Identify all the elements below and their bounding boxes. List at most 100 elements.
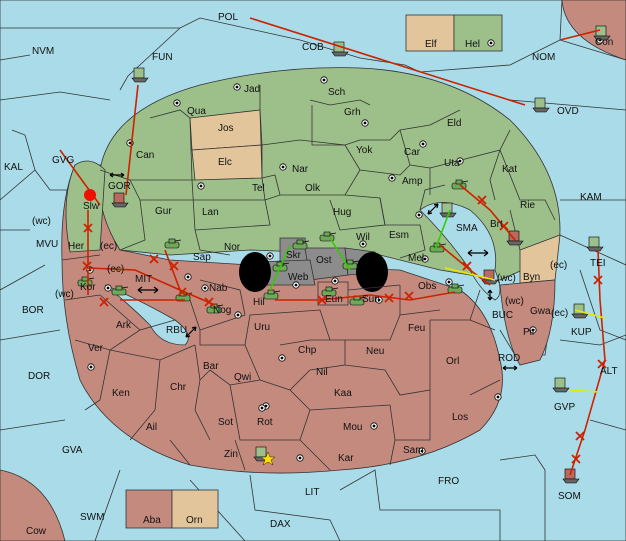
province-slw[interactable]	[65, 160, 106, 253]
label-rod: ROD	[498, 353, 520, 364]
label-lit: LIT	[305, 487, 319, 498]
supply-center-icon	[419, 140, 427, 148]
supply-center-icon	[197, 182, 205, 190]
fleet-unit-icon[interactable]	[331, 41, 349, 57]
label-buc: BUC	[492, 310, 513, 321]
label-kaa: Kaa	[334, 388, 352, 399]
supply-center-icon	[494, 393, 502, 401]
supply-center-icon	[388, 174, 396, 182]
label-pir: Pir	[523, 327, 536, 338]
supply-center-icon	[529, 326, 537, 334]
label-nab: Nab	[209, 283, 228, 294]
move-arrow	[164, 249, 181, 291]
label-slw: Slw	[83, 201, 100, 212]
label-ost: Ost	[316, 255, 332, 266]
supply-center-icon	[233, 83, 241, 91]
label-kat: Kat	[502, 164, 517, 175]
support-arrows	[269, 209, 451, 291]
black-lake-west	[239, 252, 271, 292]
label-brt: Brt	[490, 219, 503, 230]
supply-center-icon	[279, 163, 287, 171]
supply-center-icon	[418, 447, 426, 455]
fleet-unit-icon[interactable]	[111, 192, 129, 208]
army-unit-icon[interactable]	[206, 303, 224, 314]
supply-center-icon	[173, 99, 181, 107]
label-fun: FUN	[152, 52, 173, 63]
label-jad: Jad	[244, 84, 260, 95]
label-kor: Kor	[80, 282, 96, 293]
province-gwa-pir[interactable]	[499, 279, 556, 366]
supply-center-icon	[292, 281, 300, 289]
army-unit-icon[interactable]	[263, 289, 281, 300]
label-ail: Ail	[146, 422, 157, 433]
fail-mark	[593, 275, 603, 285]
label-gor: GOR	[108, 181, 131, 192]
label-chr: Chr	[170, 382, 187, 393]
label-ec: (ec)	[100, 241, 117, 252]
legend-orn[interactable]	[171, 489, 219, 529]
continent-south	[61, 164, 503, 474]
army-unit-icon[interactable]	[164, 238, 182, 249]
label-aba: Aba	[143, 515, 161, 526]
fleet-unit-icon[interactable]	[131, 67, 149, 83]
label-rot: Rot	[257, 417, 273, 428]
label-sch: Sch	[328, 87, 345, 98]
fail-mark	[477, 195, 487, 205]
label-obs: Obs	[418, 281, 436, 292]
legend-elf[interactable]	[405, 14, 455, 52]
star-icon	[260, 451, 276, 466]
label-som: SOM	[558, 491, 581, 502]
label-fro: FRO	[438, 476, 459, 487]
label-dor: DOR	[28, 371, 50, 382]
support-arrow	[269, 244, 291, 291]
army-unit-icon[interactable]	[292, 239, 310, 250]
label-ec: (ec)	[107, 264, 124, 275]
move-arrow	[125, 84, 139, 196]
support-arrow	[434, 209, 451, 251]
label-alt: ALT	[600, 366, 618, 377]
fail-mark	[149, 254, 159, 264]
fleet-unit-icon[interactable]	[506, 230, 524, 246]
label-hug: Hug	[333, 207, 351, 218]
fail-mark	[177, 287, 187, 297]
army-unit-icon[interactable]	[447, 283, 465, 294]
label-mit: MIT	[135, 274, 152, 285]
label-bar: Bar	[203, 361, 219, 372]
supply-center-icon	[258, 404, 266, 412]
label-web: Web	[288, 272, 309, 283]
label-neu: Neu	[366, 346, 384, 357]
legend-bottom	[125, 489, 219, 529]
supply-center-icon	[201, 284, 209, 292]
label-byn: Byn	[523, 272, 540, 283]
label-gva: GVA	[62, 445, 83, 456]
label-gvp: GVP	[554, 402, 575, 413]
double-arrow-icon	[467, 249, 489, 257]
fail-mark	[317, 295, 327, 305]
fail-mark	[384, 293, 394, 303]
label-eld: Eld	[447, 118, 461, 129]
fail-mark	[462, 261, 472, 271]
army-unit-icon[interactable]	[111, 285, 129, 296]
label-pol: POL	[218, 12, 238, 23]
label-grh: Grh	[344, 107, 361, 118]
label-ec: (ec)	[550, 260, 567, 271]
label-wil: Wil	[356, 232, 370, 243]
fleet-unit-icon[interactable]	[571, 303, 589, 319]
label-tei: TEI	[590, 258, 606, 269]
supply-center-icon	[487, 39, 495, 47]
label-nor: Nor	[224, 242, 241, 253]
label-esm: Esm	[389, 230, 409, 241]
label-sap: Sap	[193, 252, 211, 263]
army-unit-icon[interactable]	[321, 286, 339, 297]
label-lan: Lan	[202, 207, 219, 218]
supply-center-icon	[415, 211, 423, 219]
fleet-unit-icon[interactable]	[586, 236, 604, 252]
legend-hel[interactable]	[453, 14, 503, 52]
fleet-unit-icon[interactable]	[532, 97, 550, 113]
label-sot: Sot	[218, 417, 233, 428]
fleet-unit-icon[interactable]	[552, 377, 570, 393]
army-unit-icon[interactable]	[349, 295, 367, 306]
connection-markers	[109, 172, 518, 371]
label-gur: Gur	[155, 206, 172, 217]
label-her: Her	[68, 241, 85, 252]
